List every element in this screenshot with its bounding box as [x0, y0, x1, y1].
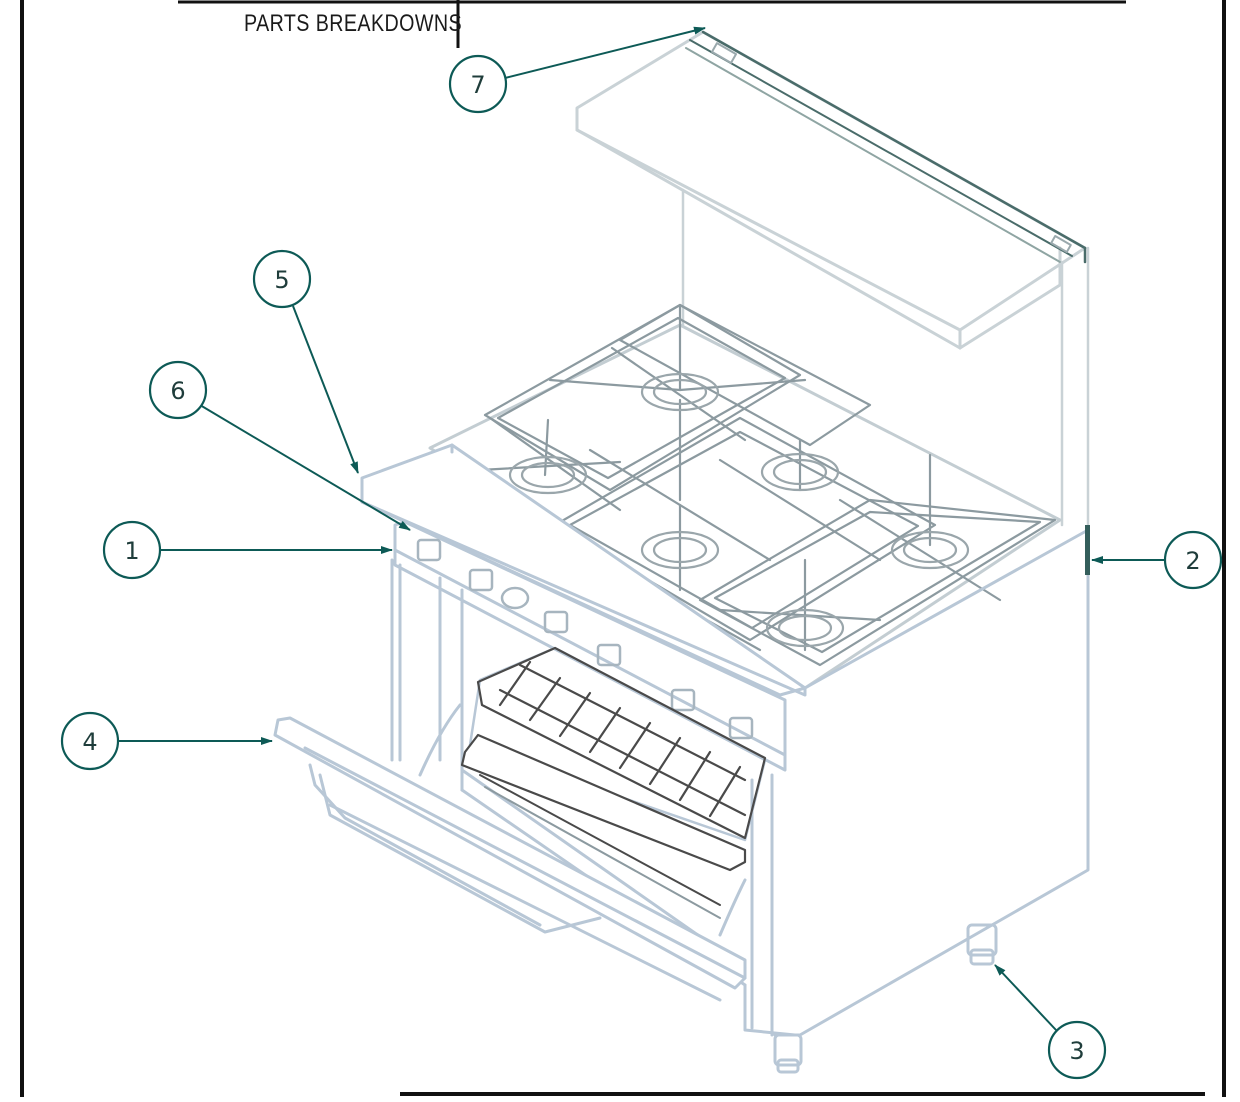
burner-grates	[478, 303, 1057, 667]
oven-door	[273, 703, 747, 1002]
side-bracket	[1085, 525, 1090, 575]
oven-rack	[476, 646, 767, 840]
page-frame	[20, 0, 1226, 1097]
high-shelf	[575, 30, 1090, 532]
callout-label: 7	[470, 71, 485, 99]
callout-1[interactable]: 1	[102, 520, 393, 580]
grate-spokes	[478, 303, 1002, 652]
callout-label: 1	[124, 537, 139, 565]
control-knobs	[416, 538, 754, 740]
range-drawing	[273, 30, 1090, 1074]
callout-3[interactable]: 3	[994, 964, 1107, 1080]
callout-label: 4	[82, 728, 97, 756]
callout-2[interactable]: 2	[1091, 530, 1223, 590]
callout-label: 5	[274, 266, 289, 294]
legs	[773, 923, 998, 1074]
callout-6[interactable]: 6	[148, 360, 411, 531]
page-title: PARTS BREAKDOWNS	[244, 10, 462, 37]
callout-label: 2	[1185, 547, 1200, 575]
callout-7[interactable]: 7	[448, 26, 706, 114]
oven-interior	[460, 646, 767, 919]
callout-label: 6	[170, 377, 185, 405]
callout-label: 3	[1069, 1037, 1084, 1065]
burner-rings	[508, 372, 970, 648]
callout-4[interactable]: 4	[60, 711, 273, 771]
callout-5[interactable]: 5	[252, 249, 359, 474]
